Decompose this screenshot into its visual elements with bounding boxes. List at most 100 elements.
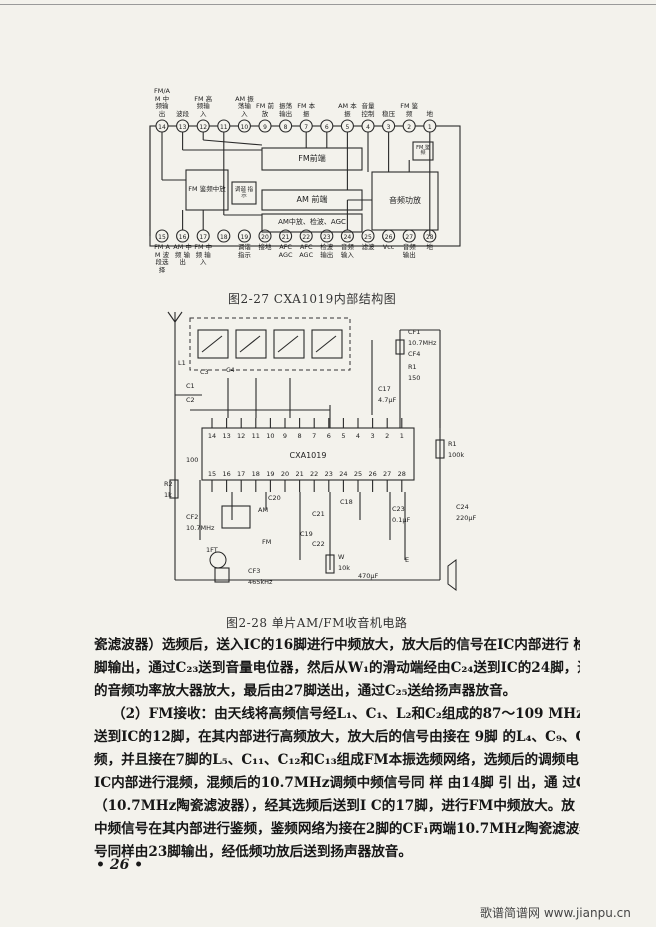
ic-pin-number: 1 <box>400 432 404 440</box>
page-number: • 26 • <box>96 857 144 873</box>
fm-disc-label: FM 鉴频中放 <box>188 185 226 194</box>
ic-pin-number: 18 <box>252 470 260 478</box>
pin-number: 2 <box>407 124 411 131</box>
pin-number: 14 <box>158 124 166 131</box>
ic-pin-number: 25 <box>354 470 362 478</box>
component-label: 470μF <box>358 572 379 580</box>
component-label: C20 <box>268 494 281 502</box>
ic-pin-number: 19 <box>266 470 274 478</box>
component-label: 465kHz <box>248 578 273 586</box>
am-if-label: AM中放、检波、AGC <box>278 218 346 227</box>
ic-pin-number: 17 <box>237 470 245 478</box>
pin-label: FM/AM 中频输出 <box>154 87 170 118</box>
antenna <box>167 311 176 323</box>
pin-number: 24 <box>344 234 352 241</box>
component-label: C24 <box>456 503 469 511</box>
pin-15 <box>155 229 169 243</box>
pin-20 <box>258 229 272 243</box>
pin-number: 22 <box>302 234 310 241</box>
speaker-icon <box>447 559 457 591</box>
am-coil-box <box>221 505 251 529</box>
ic-pin-number: 6 <box>327 432 331 440</box>
fm-disc-block <box>185 169 229 211</box>
ic-pin-number: 8 <box>298 432 302 440</box>
paragraph-line: （2）FM接收：由天线将高频信号经L₁、C₁、L₂和C₂组成的87～109 MH… <box>112 706 580 722</box>
pin-10 <box>237 119 251 133</box>
tuning-capacitor <box>273 329 305 359</box>
pin-number: 11 <box>220 124 228 131</box>
pin-19 <box>237 229 251 243</box>
component-label: CF4 <box>408 350 420 358</box>
component-label: 150 <box>408 374 420 382</box>
pin-label: Vcc <box>382 243 395 251</box>
pin-number: 7 <box>304 124 308 131</box>
component-label: C4 <box>226 366 235 374</box>
fm-front-block <box>261 147 363 171</box>
figure-1-caption: 图2-27 CXA1019内部结构图 <box>228 292 397 306</box>
pin-25 <box>361 229 375 243</box>
resistor-r1 <box>435 439 445 459</box>
audio-amp-block <box>371 171 439 231</box>
trimmer-arrow <box>239 335 261 353</box>
component-label: C3 <box>200 368 209 376</box>
component-label: FM <box>262 538 271 546</box>
component-label: AM <box>258 506 268 514</box>
ic-pin-number: 5 <box>341 432 345 440</box>
am-front-label: AM 前端 <box>296 194 328 204</box>
paragraph-line: 频，并且接在7脚的L₅、C₁₁、C₁₂和C₁₃组成FM本振选频网络，选频后的调频… <box>94 752 580 768</box>
pin-number: 19 <box>241 234 249 241</box>
ic-pin-number: 13 <box>222 432 230 440</box>
pin-number: 1 <box>428 124 432 131</box>
ic-pin-number: 23 <box>325 470 333 478</box>
pin-label: FM 本振 <box>297 102 316 118</box>
pin-number: 20 <box>261 234 269 241</box>
ic-pin-number: 15 <box>208 470 216 478</box>
ic-pin-number: 20 <box>281 470 289 478</box>
component-label: R1 <box>408 363 417 371</box>
paragraph-line: 脚输出，通过C₂₃送到音量电位器，然后从W₁的滑动端经由C₂₄送到IC的24脚，… <box>94 660 580 676</box>
pin-number: 15 <box>158 234 166 241</box>
pin-label: 稳压 <box>382 109 396 118</box>
pin-number: 6 <box>325 124 329 131</box>
component-label: CF3 <box>248 567 260 575</box>
component-label: R2 <box>164 480 173 488</box>
ic-pin-number: 3 <box>371 432 375 440</box>
resistor-r2 <box>169 479 179 499</box>
component-label: 100k <box>448 451 464 459</box>
fm-det-block <box>412 141 434 161</box>
pin-21 <box>279 229 293 243</box>
pin-number: 10 <box>241 124 249 131</box>
component-label: 4.7μF <box>378 396 396 404</box>
pin-number: 27 <box>405 234 413 241</box>
tune-ind-label: 调谐 指示 <box>234 186 254 199</box>
pin-label: 音频 输出 <box>402 243 416 259</box>
component-label: C1 <box>186 382 195 390</box>
ic-pin-number: 2 <box>385 432 389 440</box>
ic-pin-number: 14 <box>208 432 216 440</box>
pin-label: 音频 输入 <box>340 243 354 259</box>
pin-label: 地 <box>426 243 434 251</box>
figure-2-caption: 图2-28 单片AM/FM收音机电路 <box>226 616 408 630</box>
watermark: 歌谱简谱网 www.jianpu.cn <box>480 906 631 920</box>
pin-number: 28 <box>426 234 434 241</box>
cf1-filter <box>395 339 405 355</box>
tuning-capacitor <box>311 329 343 359</box>
paragraph-line: 号同样由23脚输出，经低频功放后送到扬声器放音。 <box>94 844 412 860</box>
pin-number: 17 <box>199 234 207 241</box>
pin-label <box>214 82 233 118</box>
component-label: 10.7MHz <box>408 339 437 347</box>
ic-pin-number: 26 <box>368 470 376 478</box>
tuning-capacitor <box>235 329 267 359</box>
pin-label: FM 中频 输入 <box>194 243 213 266</box>
body-text: 瓷滤波器）选频后，送入IC的16脚进行中频放大，放大后的信号在IC内部进行 检波… <box>94 634 580 864</box>
component-label: CF2 <box>186 513 198 521</box>
paragraph-line: 瓷滤波器）选频后，送入IC的16脚进行中频放大，放大后的信号在IC内部进行 检波… <box>94 637 580 653</box>
component-label: E <box>405 556 409 564</box>
paragraph-line: 中频信号在其内部进行鉴频，鉴频网络为接在2脚的CF₁两端10.7MHz陶瓷滤波器… <box>94 821 580 837</box>
tuning-gang-outline <box>189 317 351 371</box>
pin-label: 滤波 <box>361 243 375 251</box>
trimmer-arrow <box>315 335 337 353</box>
component-label: 100 <box>186 456 198 464</box>
ic-pin-number: 12 <box>237 432 245 440</box>
component-label: 1FT <box>206 546 218 554</box>
